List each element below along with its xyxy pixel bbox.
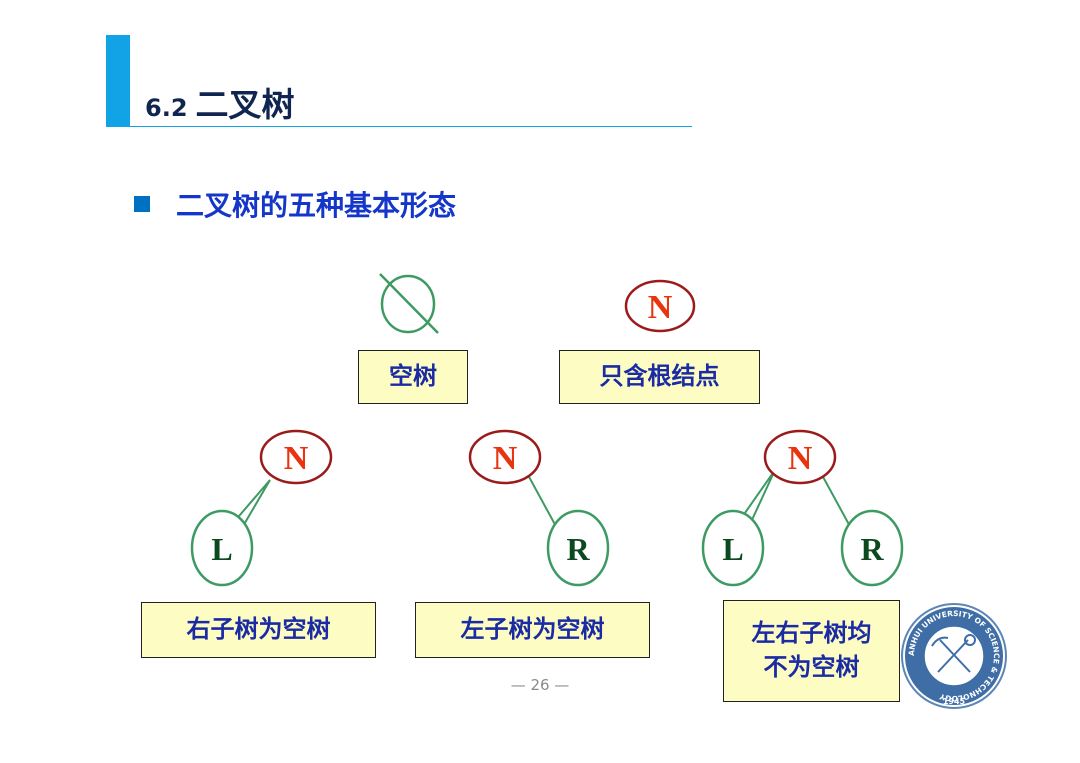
label-both-line2: 不为空树 bbox=[763, 653, 860, 681]
section-title: 二叉树 bbox=[195, 85, 295, 124]
right-empty-tree: N L bbox=[190, 429, 333, 587]
root-label: N bbox=[648, 289, 673, 326]
bullet-point: 二叉树的五种基本形态 bbox=[134, 184, 456, 224]
seal-year: 1945 bbox=[943, 697, 966, 706]
page-number: — 26 — bbox=[510, 676, 570, 694]
title-accent-bar bbox=[106, 35, 130, 127]
left-child-label: L bbox=[211, 531, 232, 567]
university-seal-logo: ANHUI UNIVERSITY OF SCIENCE & TECHNOLOGY… bbox=[901, 603, 1007, 709]
label-both-subtrees: 左右子树均 不为空树 bbox=[723, 600, 900, 702]
root-label: N bbox=[493, 440, 518, 477]
label-right-subtree-empty: 右子树为空树 bbox=[141, 602, 376, 658]
left-child-label: L bbox=[722, 531, 743, 567]
left-empty-tree: N R bbox=[468, 429, 610, 587]
root-label: N bbox=[284, 440, 309, 477]
label-left-subtree-empty: 左子树为空树 bbox=[415, 602, 650, 658]
right-child-label: R bbox=[566, 531, 590, 567]
bullet-text: 二叉树的五种基本形态 bbox=[176, 189, 457, 222]
label-empty-tree: 空树 bbox=[358, 350, 468, 404]
label-root-only: 只含根结点 bbox=[559, 350, 760, 404]
label-both-line1: 左右子树均 bbox=[751, 619, 872, 648]
full-tree: N L R bbox=[701, 429, 904, 587]
section-number: 6.2 bbox=[145, 94, 188, 122]
root-label: N bbox=[788, 440, 813, 477]
empty-tree-symbol bbox=[379, 273, 439, 334]
title-underline bbox=[106, 126, 692, 127]
root-only-node: N bbox=[624, 279, 696, 333]
square-bullet-icon bbox=[134, 196, 150, 212]
right-child-label: R bbox=[860, 531, 884, 567]
